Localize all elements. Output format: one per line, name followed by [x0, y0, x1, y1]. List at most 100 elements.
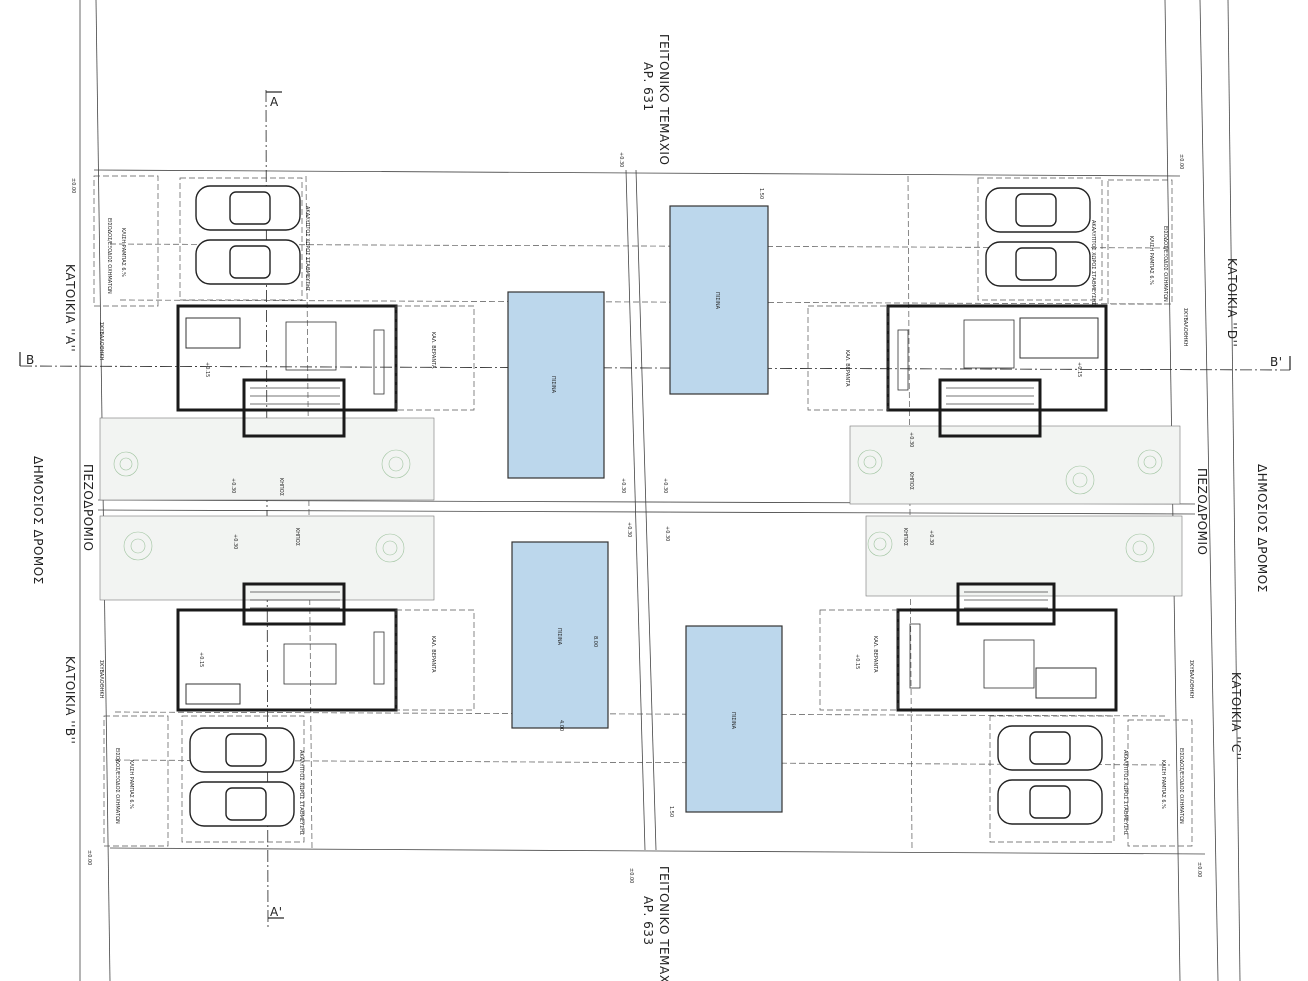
- level-marker: ±0.00: [70, 178, 76, 193]
- house-label-c: ΚΑΤΟΙΚΙΑ ''C'': [1229, 672, 1243, 760]
- house-label-d: ΚΑΤΟΙΚΙΑ ''D'': [1225, 258, 1239, 347]
- level-marker: ±0.00: [86, 850, 92, 865]
- section-mark-a-prime: A': [270, 905, 283, 919]
- tree: [1125, 533, 1155, 563]
- house-d-floorplan: ΚΑΛ. ΒΕΡΑΝΤΑ: [807, 304, 1108, 438]
- pavement-right: ΠΕΖΟΔΡΟΜΙΟ: [1195, 468, 1209, 556]
- public-road-right: ΔΗΜΟΣΙΟΣ ΔΡΟΜΟΣ: [1255, 464, 1269, 593]
- level-marker: +0.30: [232, 534, 238, 549]
- level-marker: +0.15: [198, 652, 204, 667]
- section-mark-a: A: [270, 95, 279, 109]
- ramp-label-d: ΚΛΙΣΗ ΡΑΜΠΑΣ 6.%: [1148, 236, 1154, 285]
- ramp-label-b: ΚΛΙΣΗ ΡΑΜΠΑΣ 6.%: [128, 760, 134, 809]
- waste-label-a: ΣΚΥΒΑΛΟΘΗΚΗ: [98, 322, 104, 361]
- section-mark-b-prime: B': [1270, 355, 1283, 369]
- car: [997, 779, 1103, 825]
- pool-a: [507, 291, 605, 479]
- level-marker: +0.30: [928, 530, 934, 545]
- entrance-label-b: ΕΙΣΟΔΟΣ/ΕΞΟΔΟΣ ΟΧΗΜΑΤΩΝ: [114, 748, 120, 824]
- tree: [1065, 465, 1095, 495]
- pool-dim-width: 4.00: [558, 720, 564, 731]
- house-label-a: ΚΑΤΟΙΚΙΑ ''A'': [63, 264, 77, 352]
- pool-label-a: ΠΙΣΙΝΑ: [550, 376, 556, 394]
- entrance-label-a: ΕΙΣΟΔΟΣ/ΕΞΟΔΟΣ ΟΧΗΜΑΤΩΝ: [106, 218, 112, 294]
- car: [997, 725, 1103, 771]
- public-road-left: ΔΗΜΟΣΙΟΣ ΔΡΟΜΟΣ: [31, 456, 45, 585]
- waste-label-b: ΣΚΥΒΑΛΟΘΗΚΗ: [98, 660, 104, 699]
- level-marker: +0.15: [1076, 362, 1082, 377]
- parking-label-c: ΑΚΑΛΥΠΤΟΣ ΧΩΡΟΣ ΣΤΑΘΜΕΥΣΗΣ: [1122, 750, 1128, 835]
- garden-label-a: ΚΗΠΟΣ: [278, 478, 284, 496]
- trees: [113, 449, 1163, 563]
- house-a-floorplan: ΚΑΛ. ΒΕΡΑΝΤΑ: [176, 304, 475, 438]
- house-c-floorplan: ΚΑΛ. ΒΕΡΑΝΤΑ: [819, 582, 1118, 712]
- level-marker: +0.15: [204, 362, 210, 377]
- neighbor-plot-bottom-number: ΑΡ. 633: [641, 896, 655, 945]
- car: [195, 185, 301, 231]
- level-marker: +0.30: [908, 432, 914, 447]
- veranda-label-c: ΚΑΛ. ΒΕΡΑΝΤΑ: [872, 636, 878, 673]
- gardens: ΚΗΠΟΣ ΚΗΠΟΣ ΚΗΠΟΣ ΚΗΠΟΣ: [99, 417, 1183, 601]
- pool-label-d: ΠΙΣΙΝΑ: [714, 292, 720, 310]
- veranda-label-a: ΚΑΛ. ΒΕΡΑΝΤΑ: [430, 332, 436, 369]
- plot-labels: ΓΕΙΤΟΝΙΚΟ ΤΕΜΑΧΙΟ ΑΡ. 631 ΓΕΙΤΟΝΙΚΟ ΤΕΜΑ…: [31, 34, 1269, 981]
- level-marker: ±0.00: [1196, 862, 1202, 877]
- level-marker: +0.30: [230, 478, 236, 493]
- level-marker: +0.30: [662, 478, 668, 493]
- neighbor-plot-top-number: ΑΡ. 631: [641, 62, 655, 111]
- car: [189, 727, 295, 773]
- pool-c: [685, 625, 783, 813]
- parking-label-a: ΑΚΑΛΥΠΤΟΣ ΧΩΡΟΣ ΣΤΑΘΜΕΥΣΗΣ: [304, 206, 310, 291]
- neighbor-plot-top: ΓΕΙΤΟΝΙΚΟ ΤΕΜΑΧΙΟ: [657, 34, 671, 165]
- house-b-floorplan: ΚΑΛ. ΒΕΡΑΝΤΑ: [176, 582, 475, 712]
- level-marker: +0.30: [626, 522, 632, 537]
- car: [985, 187, 1091, 233]
- dim-setback-bottom: 1.50: [668, 806, 674, 817]
- level-marker: ±0.00: [1178, 154, 1184, 169]
- site-boundary: [79, 0, 1241, 981]
- pavement-left: ΠΕΖΟΔΡΟΜΙΟ: [81, 464, 95, 552]
- pool-d: [669, 205, 769, 395]
- car: [985, 241, 1091, 287]
- garden-label-c: ΚΗΠΟΣ: [908, 472, 914, 490]
- pool-dim-length: 8.00: [592, 636, 598, 647]
- waste-label-c: ΣΚΥΒΑΛΟΘΗΚΗ: [1188, 660, 1194, 699]
- level-marker: ±0.00: [628, 868, 634, 883]
- waste-label-d: ΣΚΥΒΑΛΟΘΗΚΗ: [1182, 308, 1188, 347]
- pools: ΠΙΣΙΝΑ ΠΙΣΙΝΑ ΠΙΣΙΝΑ ΠΙΣΙΝΑ 4.00 8.00 1.…: [507, 188, 783, 817]
- level-marker: +0.15: [854, 654, 860, 669]
- level-marker: +0.30: [618, 152, 624, 167]
- pool-b: [511, 541, 609, 729]
- parking-label-d: ΑΚΑΛΥΠΤΟΣ ΧΩΡΟΣ ΣΤΑΘΜΕΥΣΗΣ: [1090, 220, 1096, 305]
- level-markers: +0.30 ±0.00 +0.15 +0.30 +0.30 +0.15 +0.3…: [70, 152, 1202, 883]
- level-marker: +0.30: [664, 526, 670, 541]
- parking-label-b: ΑΚΑΛΥΠΤΟΣ ΧΩΡΟΣ ΣΤΑΘΜΕΥΣΗΣ: [298, 750, 304, 835]
- tree: [867, 531, 893, 557]
- ramp-label-c: ΚΛΙΣΗ ΡΑΜΠΑΣ 6.%: [1160, 760, 1166, 809]
- garden-label-d: ΚΗΠΟΣ: [902, 528, 908, 546]
- tree: [113, 451, 139, 477]
- ramp-label-a: ΚΛΙΣΗ ΡΑΜΠΑΣ 6.%: [120, 228, 126, 277]
- dim-setback-top: 1.50: [758, 188, 764, 199]
- entrance-label-c: ΕΙΣΟΔΟΣ/ΕΞΟΔΟΣ ΟΧΗΜΑΤΩΝ: [1178, 748, 1184, 824]
- car: [189, 781, 295, 827]
- tree: [123, 531, 153, 561]
- cars: [189, 185, 1103, 827]
- garden-label-b: ΚΗΠΟΣ: [294, 528, 300, 546]
- tree: [857, 449, 883, 475]
- car: [195, 239, 301, 285]
- section-mark-b: B: [26, 353, 35, 367]
- pool-label-c: ΠΙΣΙΝΑ: [730, 712, 736, 730]
- parking-areas: [93, 175, 1193, 847]
- veranda-label-d: ΚΑΛ. ΒΕΡΑΝΤΑ: [844, 350, 850, 387]
- site-annotations: ΚΛΙΣΗ ΡΑΜΠΑΣ 6.% ΕΙΣΟΔΟΣ/ΕΞΟΔΟΣ ΟΧΗΜΑΤΩΝ…: [98, 206, 1194, 835]
- tree: [1137, 449, 1163, 475]
- tree: [375, 533, 405, 563]
- veranda-label-b: ΚΑΛ. ΒΕΡΑΝΤΑ: [430, 636, 436, 673]
- tree: [381, 449, 411, 479]
- house-label-b: ΚΑΤΟΙΚΙΑ ''B'': [63, 656, 77, 744]
- neighbor-plot-bottom: ΓΕΙΤΟΝΙΚΟ ΤΕΜΑΧΙΟ: [657, 866, 671, 981]
- pool-label-b: ΠΙΣΙΝΑ: [556, 628, 562, 646]
- level-marker: +0.30: [620, 478, 626, 493]
